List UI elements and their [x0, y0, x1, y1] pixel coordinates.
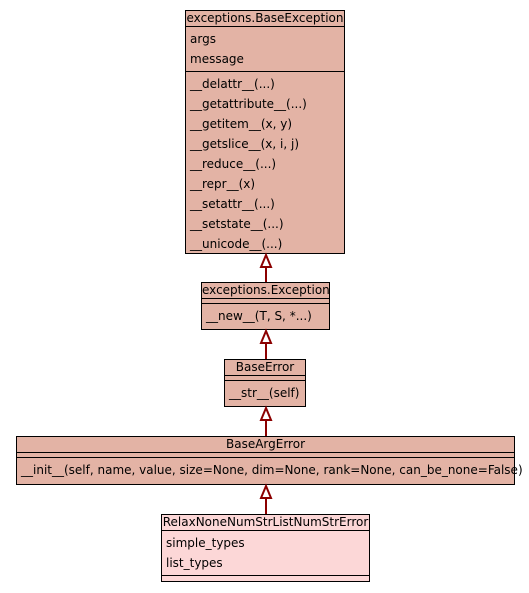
attribute: simple_types [166, 536, 245, 550]
class-name: exceptions.BaseException [186, 11, 344, 27]
method: __getslice__(x, i, j) [190, 137, 299, 151]
inheritance-arrow [259, 483, 273, 514]
class-name: RelaxNoneNumStrListNumStrError [162, 515, 369, 531]
method: __str__(self) [229, 386, 300, 400]
class-box-base-arg-error: BaseArgError __init__(self, name, value,… [16, 436, 523, 485]
attribute: args [190, 32, 216, 46]
method: __new__(T, S, *...) [206, 309, 312, 323]
method: __setattr__(...) [190, 197, 275, 211]
class-box-relax-none-num-str-list-num-str-error: RelaxNoneNumStrListNumStrError simple_ty… [161, 514, 370, 582]
attributes-section [225, 376, 305, 381]
inheritance-arrow [259, 405, 273, 436]
method: __getattribute__(...) [190, 97, 307, 111]
methods-section: __init__(self, name, value, size=None, d… [17, 458, 523, 482]
class-box-exception: exceptions.Exception __new__(T, S, *...) [201, 282, 330, 330]
attributes-section: args message [186, 27, 344, 72]
methods-section: __str__(self) [225, 381, 305, 405]
attribute: list_types [166, 556, 223, 570]
class-name: BaseError [225, 360, 305, 376]
method: __setstate__(...) [190, 217, 284, 231]
attributes-section: simple_types list_types [162, 531, 369, 576]
class-name: BaseArgError [17, 437, 514, 453]
method: __reduce__(...) [190, 157, 277, 171]
attributes-section [17, 453, 514, 458]
class-box-base-exception: exceptions.BaseException args message __… [185, 10, 345, 254]
attributes-section [202, 299, 329, 304]
methods-section: __new__(T, S, *...) [202, 304, 329, 328]
methods-section: __delattr__(...) __getattribute__(...) _… [186, 72, 344, 256]
method: __delattr__(...) [190, 77, 275, 91]
method: __init__(self, name, value, size=None, d… [21, 463, 523, 477]
method: __getitem__(x, y) [190, 117, 293, 131]
method: __repr__(x) [190, 177, 256, 191]
class-box-base-error: BaseError __str__(self) [224, 359, 306, 407]
class-name: exceptions.Exception [202, 283, 330, 299]
inheritance-arrow [259, 328, 273, 359]
method: __unicode__(...) [190, 237, 283, 251]
attribute: message [190, 52, 244, 66]
inheritance-arrow [259, 252, 273, 282]
